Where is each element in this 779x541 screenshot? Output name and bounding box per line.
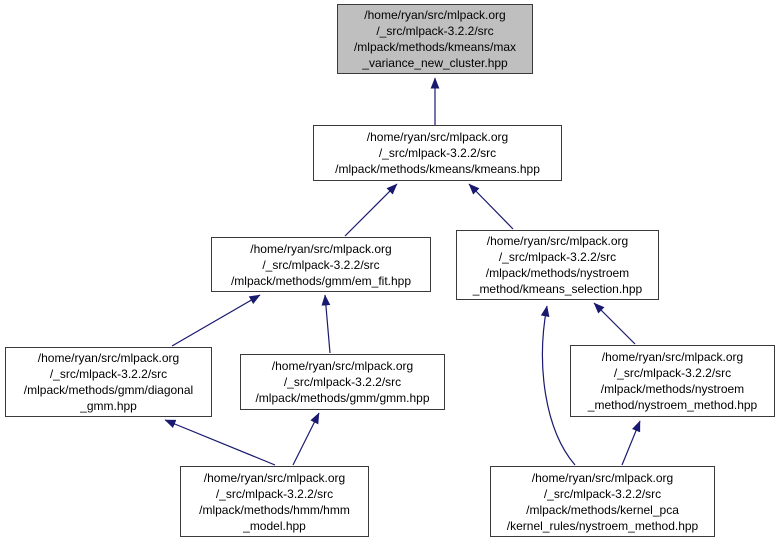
node-label-line: _variance_new_cluster.hpp xyxy=(362,56,508,70)
node-label-line: /mlpack/methods/nystroem xyxy=(485,266,630,280)
node-label-line: /_src/mlpack-3.2.2/src xyxy=(283,375,402,389)
edge-kmeans-selection-to-kmeans xyxy=(468,183,514,230)
node-label-line: /_src/mlpack-3.2.2/src xyxy=(262,257,380,272)
graph-node-max-variance-new-cluster-hpp: /home/ryan/src/mlpack.org /_src/mlpack-3… xyxy=(337,4,533,74)
node-label-line: /_src/mlpack-3.2.2/src xyxy=(376,24,494,38)
node-label-line: /home/ryan/src/mlpack.org xyxy=(366,130,509,144)
node-label-line: _gmm.hpp xyxy=(80,399,137,413)
node-label-line: /home/ryan/src/mlpack.org xyxy=(364,8,506,22)
graph-node-kmeans-selection-hpp[interactable]: /home/ryan/src/mlpack.org /_src/mlpack-3… xyxy=(456,230,659,300)
node-label-line: /home/ryan/src/mlpack.org xyxy=(37,351,180,365)
node-label-line: /mlpack/methods/gmm/diagonal xyxy=(23,383,194,397)
node-label-line: /home/ryan/src/mlpack.org xyxy=(601,350,744,364)
graph-node-em-fit-hpp[interactable]: /home/ryan/src/mlpack.org /_src/mlpack-3… xyxy=(211,237,431,292)
node-label-line: _method/nystroem_method.hpp xyxy=(587,398,758,412)
edge-kernel-pca-to-kmeans-selection xyxy=(540,305,576,466)
node-label-line: _method/kmeans_selection.hpp xyxy=(472,282,643,296)
node-label-line: /mlpack/methods/hmm/hmm xyxy=(199,502,350,517)
node-label-line: /mlpack/methods/gmm/em_fit.hpp xyxy=(230,273,412,288)
edge-em-fit-to-kmeans xyxy=(344,183,398,237)
graph-node-gmm-hpp[interactable]: /home/ryan/src/mlpack.org /_src/mlpack-3… xyxy=(240,354,445,410)
node-label-line: /mlpack/methods/kmeans/max xyxy=(353,40,517,54)
graph-node-kmeans-hpp[interactable]: /home/ryan/src/mlpack.org /_src/mlpack-3… xyxy=(313,125,562,181)
edge-diagonal-gmm-to-em-fit xyxy=(171,294,261,347)
graph-node-nystroem-method-hpp[interactable]: /home/ryan/src/mlpack.org /_src/mlpack-3… xyxy=(570,345,775,417)
node-label-line: /_src/mlpack-3.2.2/src xyxy=(378,146,497,160)
node-label-line: /home/ryan/src/mlpack.org xyxy=(250,241,392,256)
node-label-line: /home/ryan/src/mlpack.org xyxy=(271,359,414,373)
node-label-line: /kernel_rules/nystroem_method.hpp xyxy=(506,518,699,533)
node-label-line: /home/ryan/src/mlpack.org xyxy=(486,234,629,248)
edge-kernel-pca-to-nystroem-method xyxy=(621,420,641,466)
node-label-line: /mlpack/methods/gmm/gmm.hpp xyxy=(255,391,430,405)
graph-node-kernel-pca-nystroem-method-hpp[interactable]: /home/ryan/src/mlpack.org /_src/mlpack-3… xyxy=(490,466,715,537)
edge-gmm-to-em-fit xyxy=(321,294,331,354)
edge-hmm-model-to-diagonal-gmm xyxy=(164,419,276,466)
node-label-line: /mlpack/methods/kernel_pca xyxy=(526,502,679,517)
node-label-line: /_src/mlpack-3.2.2/src xyxy=(613,366,732,380)
node-label-line: /home/ryan/src/mlpack.org xyxy=(203,470,346,485)
node-label-line: /_src/mlpack-3.2.2/src xyxy=(498,250,617,264)
node-label-line: /_src/mlpack-3.2.2/src xyxy=(543,486,662,501)
node-label-line: /mlpack/methods/kmeans/kmeans.hpp xyxy=(335,162,540,176)
node-label-line: /mlpack/methods/nystroem xyxy=(600,382,745,396)
node-label-line: /_src/mlpack-3.2.2/src xyxy=(49,367,168,381)
node-label-line: /home/ryan/src/mlpack.org xyxy=(531,470,674,485)
node-label-line: _model.hpp xyxy=(243,518,306,533)
edge-nystroem-method-to-kmeans-selection xyxy=(593,302,636,345)
node-label-line: /_src/mlpack-3.2.2/src xyxy=(215,486,334,501)
graph-node-diagonal-gmm-hpp[interactable]: /home/ryan/src/mlpack.org /_src/mlpack-3… xyxy=(5,347,212,417)
edge-hmm-model-to-gmm xyxy=(292,412,320,466)
graph-node-hmm-model-hpp[interactable]: /home/ryan/src/mlpack.org /_src/mlpack-3… xyxy=(180,466,369,537)
